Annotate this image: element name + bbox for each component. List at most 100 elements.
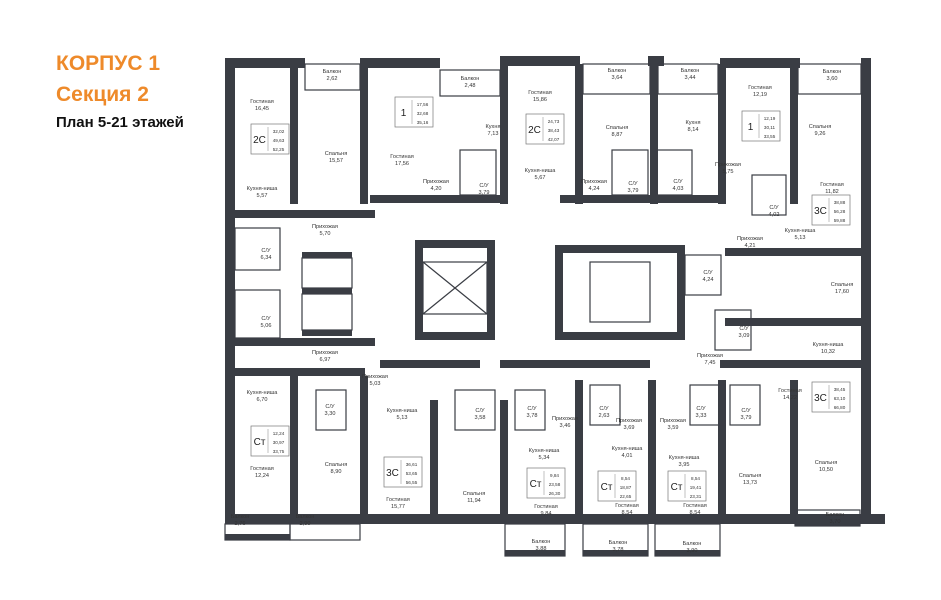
apartment-type: 3С — [386, 468, 399, 479]
room-area: 3,70 — [830, 519, 841, 525]
room-name: Спальня — [325, 151, 347, 157]
apartment-area-value: 26,30 — [549, 491, 561, 496]
apartment-area-value: 36,61 — [406, 462, 418, 467]
room-area: 3,33 — [696, 413, 707, 419]
room-name: Балкон — [231, 514, 250, 520]
apartment-area-value: 32,68 — [417, 111, 429, 116]
room-area: 15,77 — [391, 504, 405, 510]
room-area: 15,86 — [533, 97, 547, 103]
room-area: 12,24 — [255, 473, 269, 479]
apartment-area-value: 8,54 — [621, 476, 630, 481]
room-area: 3,95 — [679, 462, 690, 468]
room-area: 4,24 — [703, 277, 714, 283]
apartment-card-frame — [394, 96, 434, 128]
room-area: 5,70 — [320, 231, 331, 237]
room-name: Гостиная — [615, 503, 638, 509]
room-area: 13,73 — [743, 480, 757, 486]
room-area: 7,13 — [488, 131, 499, 137]
room-name: С/У — [628, 181, 638, 187]
room-area: 8,54 — [622, 510, 633, 516]
room-name: Прихожая — [660, 418, 686, 424]
room-name: Кухня-ниша — [813, 342, 845, 348]
apartment-type: Ст — [601, 482, 613, 493]
room-area: 9,84 — [541, 511, 552, 517]
apartment-area-value: 63,10 — [834, 396, 846, 401]
room-labels: Балкон2,62Гостиная16,45Спальня15,57Кухня… — [231, 68, 854, 554]
room-name: С/У — [739, 326, 749, 332]
room-name: Кухня-ниша — [387, 408, 419, 414]
room-area: 15,57 — [329, 158, 343, 164]
room-name: Спальня — [815, 460, 837, 466]
apartment-area-value: 24,73 — [548, 119, 560, 124]
room-name: Гостиная — [534, 504, 557, 510]
apartment-card: 3С 36,61 53,65 56,55 — [383, 456, 423, 488]
room-area: 3,60 — [827, 76, 838, 82]
room-area: 3,59 — [668, 425, 679, 431]
apartment-type: 2С — [528, 125, 541, 136]
room-area: 3,88 — [536, 546, 547, 552]
apartment-cards: 2С32,0249,6352,25117,5632,6835,162С24,73… — [250, 96, 851, 502]
room-area: 3,69 — [624, 425, 635, 431]
room-name: Прихожая — [737, 236, 763, 242]
apartment-area-value: 53,65 — [406, 471, 418, 476]
room-name: Спальня — [463, 491, 485, 497]
room-name: Кухня — [686, 120, 701, 126]
apartment-card-frame — [250, 123, 290, 155]
room-area: 2,48 — [465, 83, 476, 89]
room-area: 8,87 — [612, 132, 623, 138]
room-area: 3,90 — [687, 548, 698, 554]
room-name: Прихожая — [312, 350, 338, 356]
apartment-area-value: 35,16 — [417, 120, 429, 125]
room-name: Гостиная — [250, 99, 273, 105]
walls — [225, 56, 885, 556]
room-area: 4,02 — [769, 212, 780, 218]
room-area: 3,44 — [685, 75, 696, 81]
room-name: Прихожая — [552, 416, 578, 422]
room-name: Балкон — [681, 68, 700, 74]
room-area: 3,58 — [475, 415, 486, 421]
apartment-area-value: 56,55 — [406, 480, 418, 485]
room-area: 6,97 — [320, 357, 331, 363]
room-area: 3,78 — [613, 547, 624, 553]
room-name: С/У — [673, 179, 683, 185]
apartment-area-value: 56,28 — [834, 209, 846, 214]
room-area: 17,56 — [395, 161, 409, 167]
room-area: 8,54 — [690, 510, 701, 516]
room-area: 4,03 — [673, 186, 684, 192]
apartment-card-frame — [667, 470, 707, 502]
apartment-area-value: 23,31 — [690, 494, 702, 499]
room-name: Прихожая — [312, 224, 338, 230]
room-name: Прихожая — [697, 353, 723, 359]
room-name: Балкон — [461, 76, 480, 82]
room-area: 2,62 — [327, 76, 338, 82]
room-name: Кухня-ниша — [247, 390, 279, 396]
room-area: 10,32 — [821, 349, 835, 355]
room-area: 16,45 — [255, 106, 269, 112]
room-name: С/У — [475, 408, 485, 414]
room-area: 3,78 — [527, 413, 538, 419]
room-area: 2,63 — [599, 413, 610, 419]
room-name: Балкон — [323, 69, 342, 75]
apartment-area-value: 12,24 — [273, 431, 285, 436]
room-area: 5,57 — [257, 193, 268, 199]
room-name: Спальня — [739, 473, 761, 479]
room-name: Кухня-ниша — [529, 448, 561, 454]
room-name: Балкон — [532, 539, 551, 545]
room-area: 6,34 — [261, 255, 272, 261]
apartment-area-value: 18,87 — [620, 485, 632, 490]
room-name: Балкон — [823, 69, 842, 75]
room-name: Спальня — [809, 124, 831, 130]
apartment-card-frame — [811, 194, 851, 226]
room-area: 5,03 — [370, 381, 381, 387]
room-area: 11,94 — [467, 498, 481, 504]
room-name: Прихожая — [715, 162, 741, 168]
